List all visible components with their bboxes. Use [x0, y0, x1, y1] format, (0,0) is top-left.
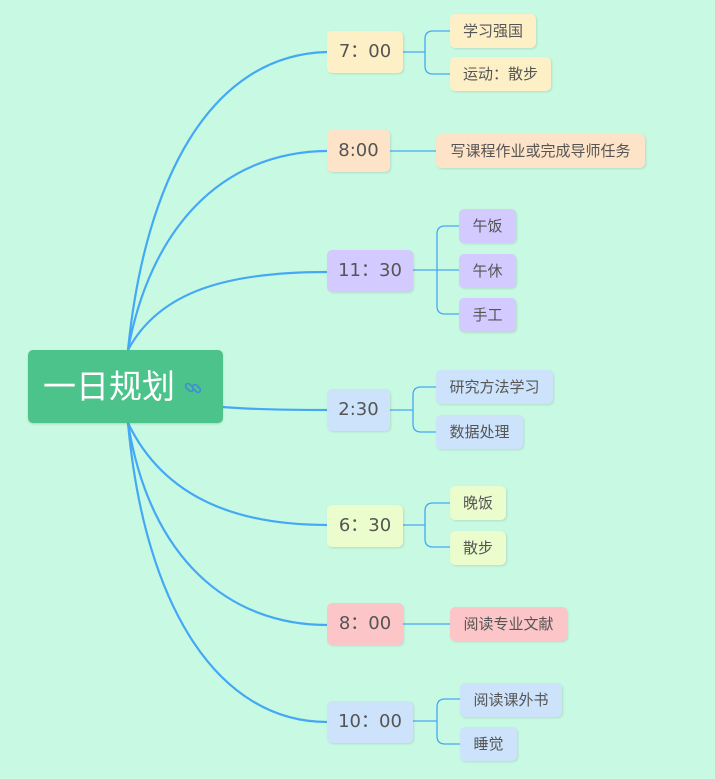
- root-connector: [126, 422, 328, 627]
- task-node[interactable]: 运动：散步: [450, 57, 551, 91]
- leaf-connector: [413, 225, 459, 315]
- time-node-630[interactable]: 6：30: [327, 505, 403, 547]
- root-connector: [127, 270, 328, 351]
- link-icon[interactable]: [183, 378, 203, 398]
- task-node[interactable]: 午休: [459, 254, 516, 288]
- root-title: 一日规划: [43, 367, 175, 406]
- task-node[interactable]: 睡觉: [460, 727, 517, 761]
- leaf-connector: [403, 502, 450, 548]
- task-node[interactable]: 阅读课外书: [460, 683, 562, 717]
- task-node[interactable]: 晚饭: [450, 486, 506, 520]
- time-node-230[interactable]: 2:30: [327, 389, 390, 431]
- time-node-1130[interactable]: 11：30: [327, 250, 413, 292]
- leaf-connector: [403, 30, 450, 75]
- leaf-connector: [390, 386, 436, 433]
- root-connector: [126, 50, 328, 351]
- task-node[interactable]: 学习强国: [450, 14, 536, 48]
- root-connector: [127, 422, 328, 527]
- root-connector: [221, 405, 328, 412]
- time-node-10pm[interactable]: 10：00: [327, 701, 413, 743]
- root-connector: [126, 149, 328, 351]
- task-node[interactable]: 数据处理: [436, 415, 523, 449]
- task-node[interactable]: 写课程作业或完成导师任务: [436, 134, 645, 168]
- root-node[interactable]: 一日规划: [28, 350, 223, 423]
- task-node[interactable]: 研究方法学习: [436, 370, 553, 404]
- leaf-connector: [413, 698, 460, 745]
- task-node[interactable]: 阅读专业文献: [450, 607, 567, 641]
- time-node-8am[interactable]: 8:00: [327, 130, 390, 172]
- time-node-7am[interactable]: 7：00: [327, 31, 403, 73]
- root-connector: [126, 422, 328, 724]
- time-node-8pm[interactable]: 8：00: [327, 603, 403, 645]
- task-node[interactable]: 午饭: [459, 209, 516, 243]
- task-node[interactable]: 散步: [450, 531, 506, 565]
- task-node[interactable]: 手工: [459, 298, 516, 332]
